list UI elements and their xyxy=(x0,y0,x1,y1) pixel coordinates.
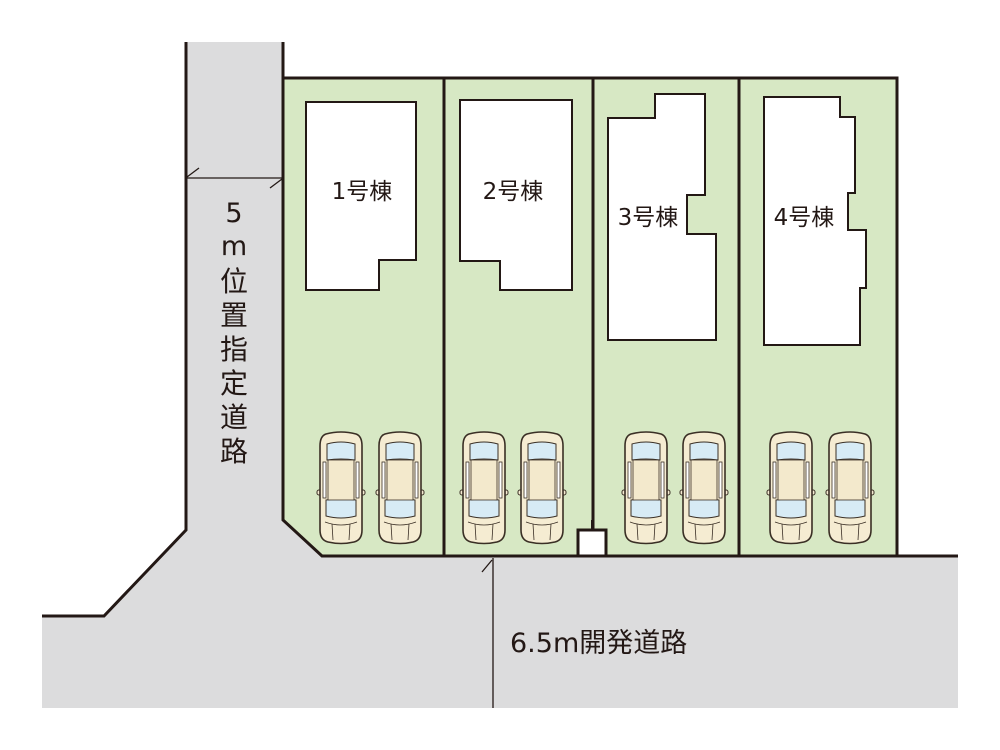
side-road-label: 5 m 位 置 指 定 道 路 xyxy=(220,198,248,468)
side-road-label-char: 位 xyxy=(220,265,248,298)
side-road-left-edge xyxy=(42,42,188,618)
building-labels: 1号棟 2号棟 3号棟 4号棟 xyxy=(332,179,835,231)
utility-box xyxy=(576,528,608,558)
car-lot1-b xyxy=(375,431,425,545)
car-lot2-b xyxy=(517,431,567,545)
car-lot4-b xyxy=(825,431,875,545)
buildings xyxy=(305,93,867,346)
side-road-label-char: m xyxy=(221,231,247,262)
dimension-lines xyxy=(186,167,494,708)
building-3[interactable] xyxy=(607,93,717,341)
side-road-label-char: 指 xyxy=(220,333,248,366)
building-3-label: 3号棟 xyxy=(618,205,679,231)
building-2-label: 2号棟 xyxy=(483,179,544,205)
road-area xyxy=(42,42,958,708)
side-road-width-tick-right xyxy=(269,178,283,189)
side-road xyxy=(42,42,958,708)
side-road-label-char: 置 xyxy=(220,299,248,332)
car-lot4-a xyxy=(766,431,816,545)
front-road-width-tick xyxy=(481,559,493,573)
building-1[interactable] xyxy=(305,101,417,291)
car-lot2-a xyxy=(459,431,509,545)
side-road-width-tick-left xyxy=(186,167,200,178)
side-road-label-char: 路 xyxy=(220,435,248,468)
building-4[interactable] xyxy=(763,96,867,346)
front-road-label: 6.5m開発道路 xyxy=(510,628,687,659)
car-lot1-a xyxy=(316,431,366,545)
building-1-label: 1号棟 xyxy=(332,179,393,205)
building-2[interactable] xyxy=(459,99,573,291)
car-lot3-b xyxy=(679,431,729,545)
building-4-label: 4号棟 xyxy=(774,205,835,231)
side-road-label-char: 道 xyxy=(220,401,248,434)
car-lot3-a xyxy=(621,431,671,545)
side-road-label-char: 5 xyxy=(225,198,242,229)
side-road-label-char: 定 xyxy=(220,367,248,400)
